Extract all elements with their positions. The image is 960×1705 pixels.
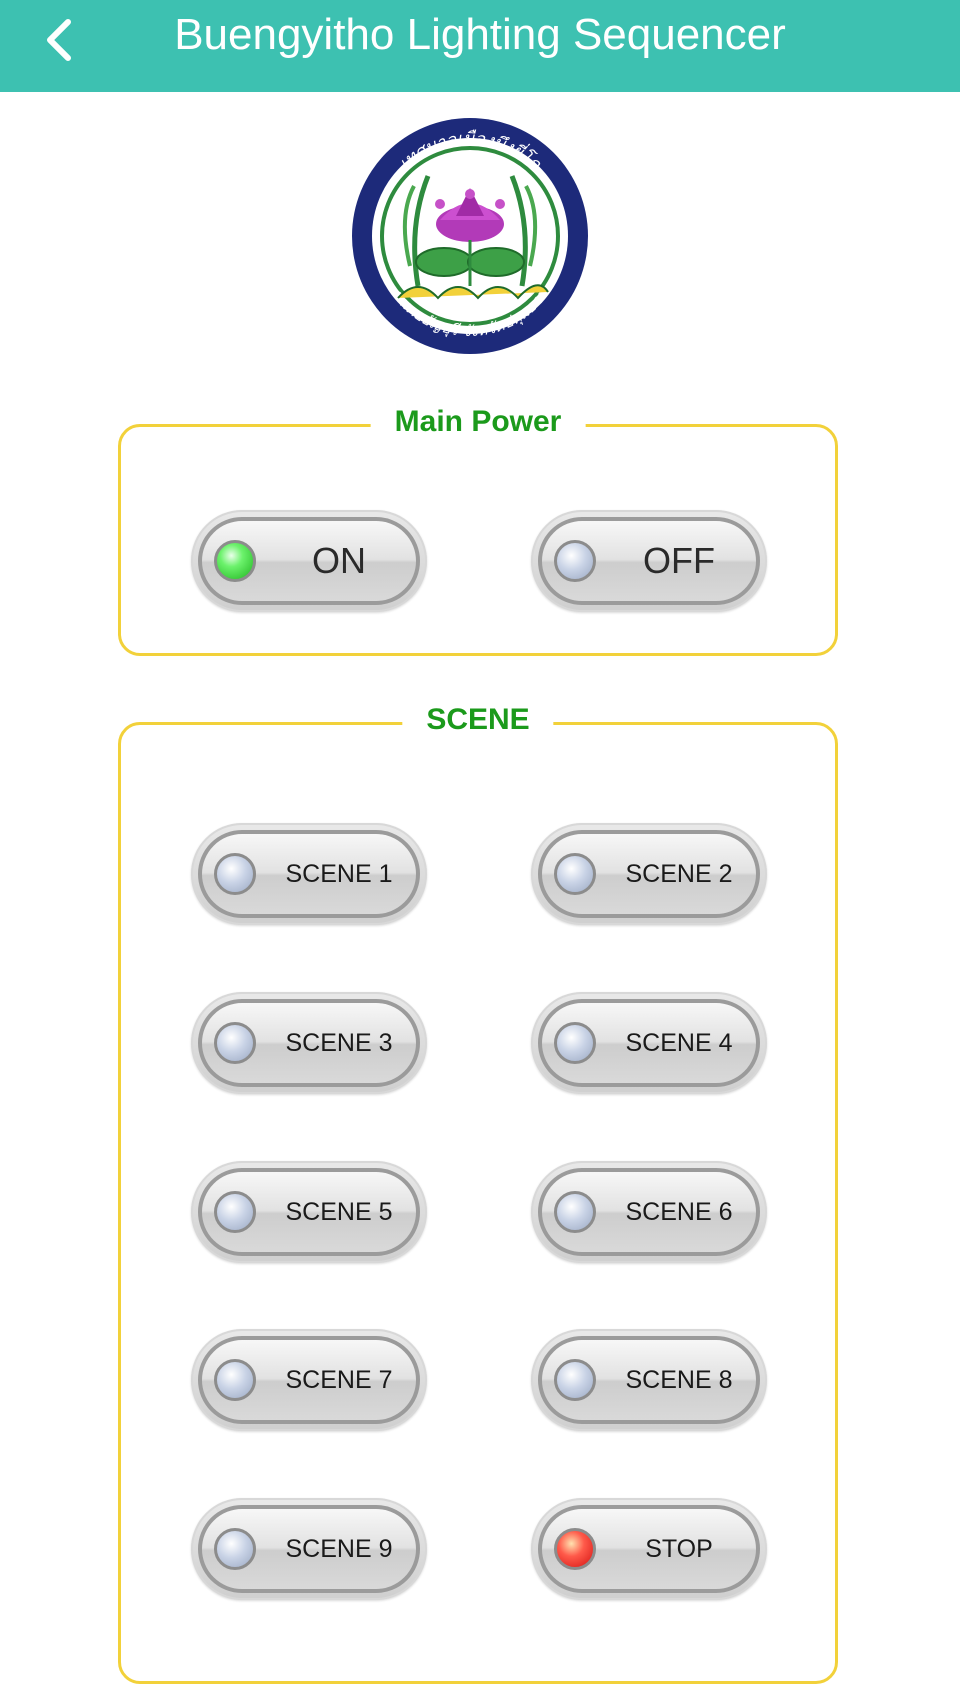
page-title: Buengyitho Lighting Sequencer: [174, 10, 786, 59]
scene-group: SCENE SCENE 1 SCENE 2 SCENE 3 SCENE 4 SC…: [118, 703, 838, 1684]
scene-9-indicator-icon: [214, 1528, 256, 1570]
main-power-group: Main Power ON OFF: [118, 405, 838, 656]
power-off-button[interactable]: OFF: [531, 510, 767, 612]
main-power-title: Main Power: [370, 405, 586, 439]
scene-8-indicator-icon: [554, 1359, 596, 1401]
stop-label: STOP: [645, 1534, 713, 1563]
scene-7-indicator-icon: [214, 1359, 256, 1401]
scene-3-label: SCENE 3: [285, 1028, 393, 1057]
scene-2-indicator-icon: [554, 853, 596, 895]
scene-5-indicator-icon: [214, 1191, 256, 1233]
scene-9-button[interactable]: SCENE 9: [191, 1498, 427, 1600]
scene-4-indicator-icon: [554, 1022, 596, 1064]
stop-button[interactable]: STOP: [531, 1498, 767, 1600]
power-on-label: ON: [312, 540, 366, 581]
scene-9-label: SCENE 9: [285, 1534, 393, 1563]
scene-5-label: SCENE 5: [285, 1197, 393, 1226]
scene-7-button[interactable]: SCENE 7: [191, 1329, 427, 1431]
power-off-label: OFF: [643, 540, 715, 581]
scene-3-button[interactable]: SCENE 3: [191, 992, 427, 1094]
power-off-indicator-icon: [554, 540, 596, 582]
scene-8-label: SCENE 8: [625, 1365, 733, 1394]
scene-4-button[interactable]: SCENE 4: [531, 992, 767, 1094]
scene-1-button[interactable]: SCENE 1: [191, 823, 427, 925]
scene-4-label: SCENE 4: [625, 1028, 733, 1057]
power-on-button[interactable]: ON: [191, 510, 427, 612]
scene-7-label: SCENE 7: [285, 1365, 393, 1394]
scene-3-indicator-icon: [214, 1022, 256, 1064]
scene-2-label: SCENE 2: [625, 859, 733, 888]
scene-1-indicator-icon: [214, 853, 256, 895]
scene-6-label: SCENE 6: [625, 1197, 733, 1226]
chevron-left-icon: [47, 19, 71, 61]
back-button[interactable]: [30, 10, 90, 70]
scene-1-label: SCENE 1: [285, 859, 393, 888]
scene-6-button[interactable]: SCENE 6: [531, 1161, 767, 1263]
scene-title: SCENE: [402, 703, 554, 737]
scene-5-button[interactable]: SCENE 5: [191, 1161, 427, 1263]
scene-2-button[interactable]: SCENE 2: [531, 823, 767, 925]
municipality-logo: เทศบาลเมืองบึงยี่โถ อำเภอธัญบุรี จังหวัด…: [348, 116, 592, 356]
scene-6-indicator-icon: [554, 1191, 596, 1233]
scene-8-button[interactable]: SCENE 8: [531, 1329, 767, 1431]
stop-indicator-icon: [554, 1528, 596, 1570]
app-bar: Buengyitho Lighting Sequencer: [0, 0, 960, 92]
power-on-indicator-icon: [214, 540, 256, 582]
